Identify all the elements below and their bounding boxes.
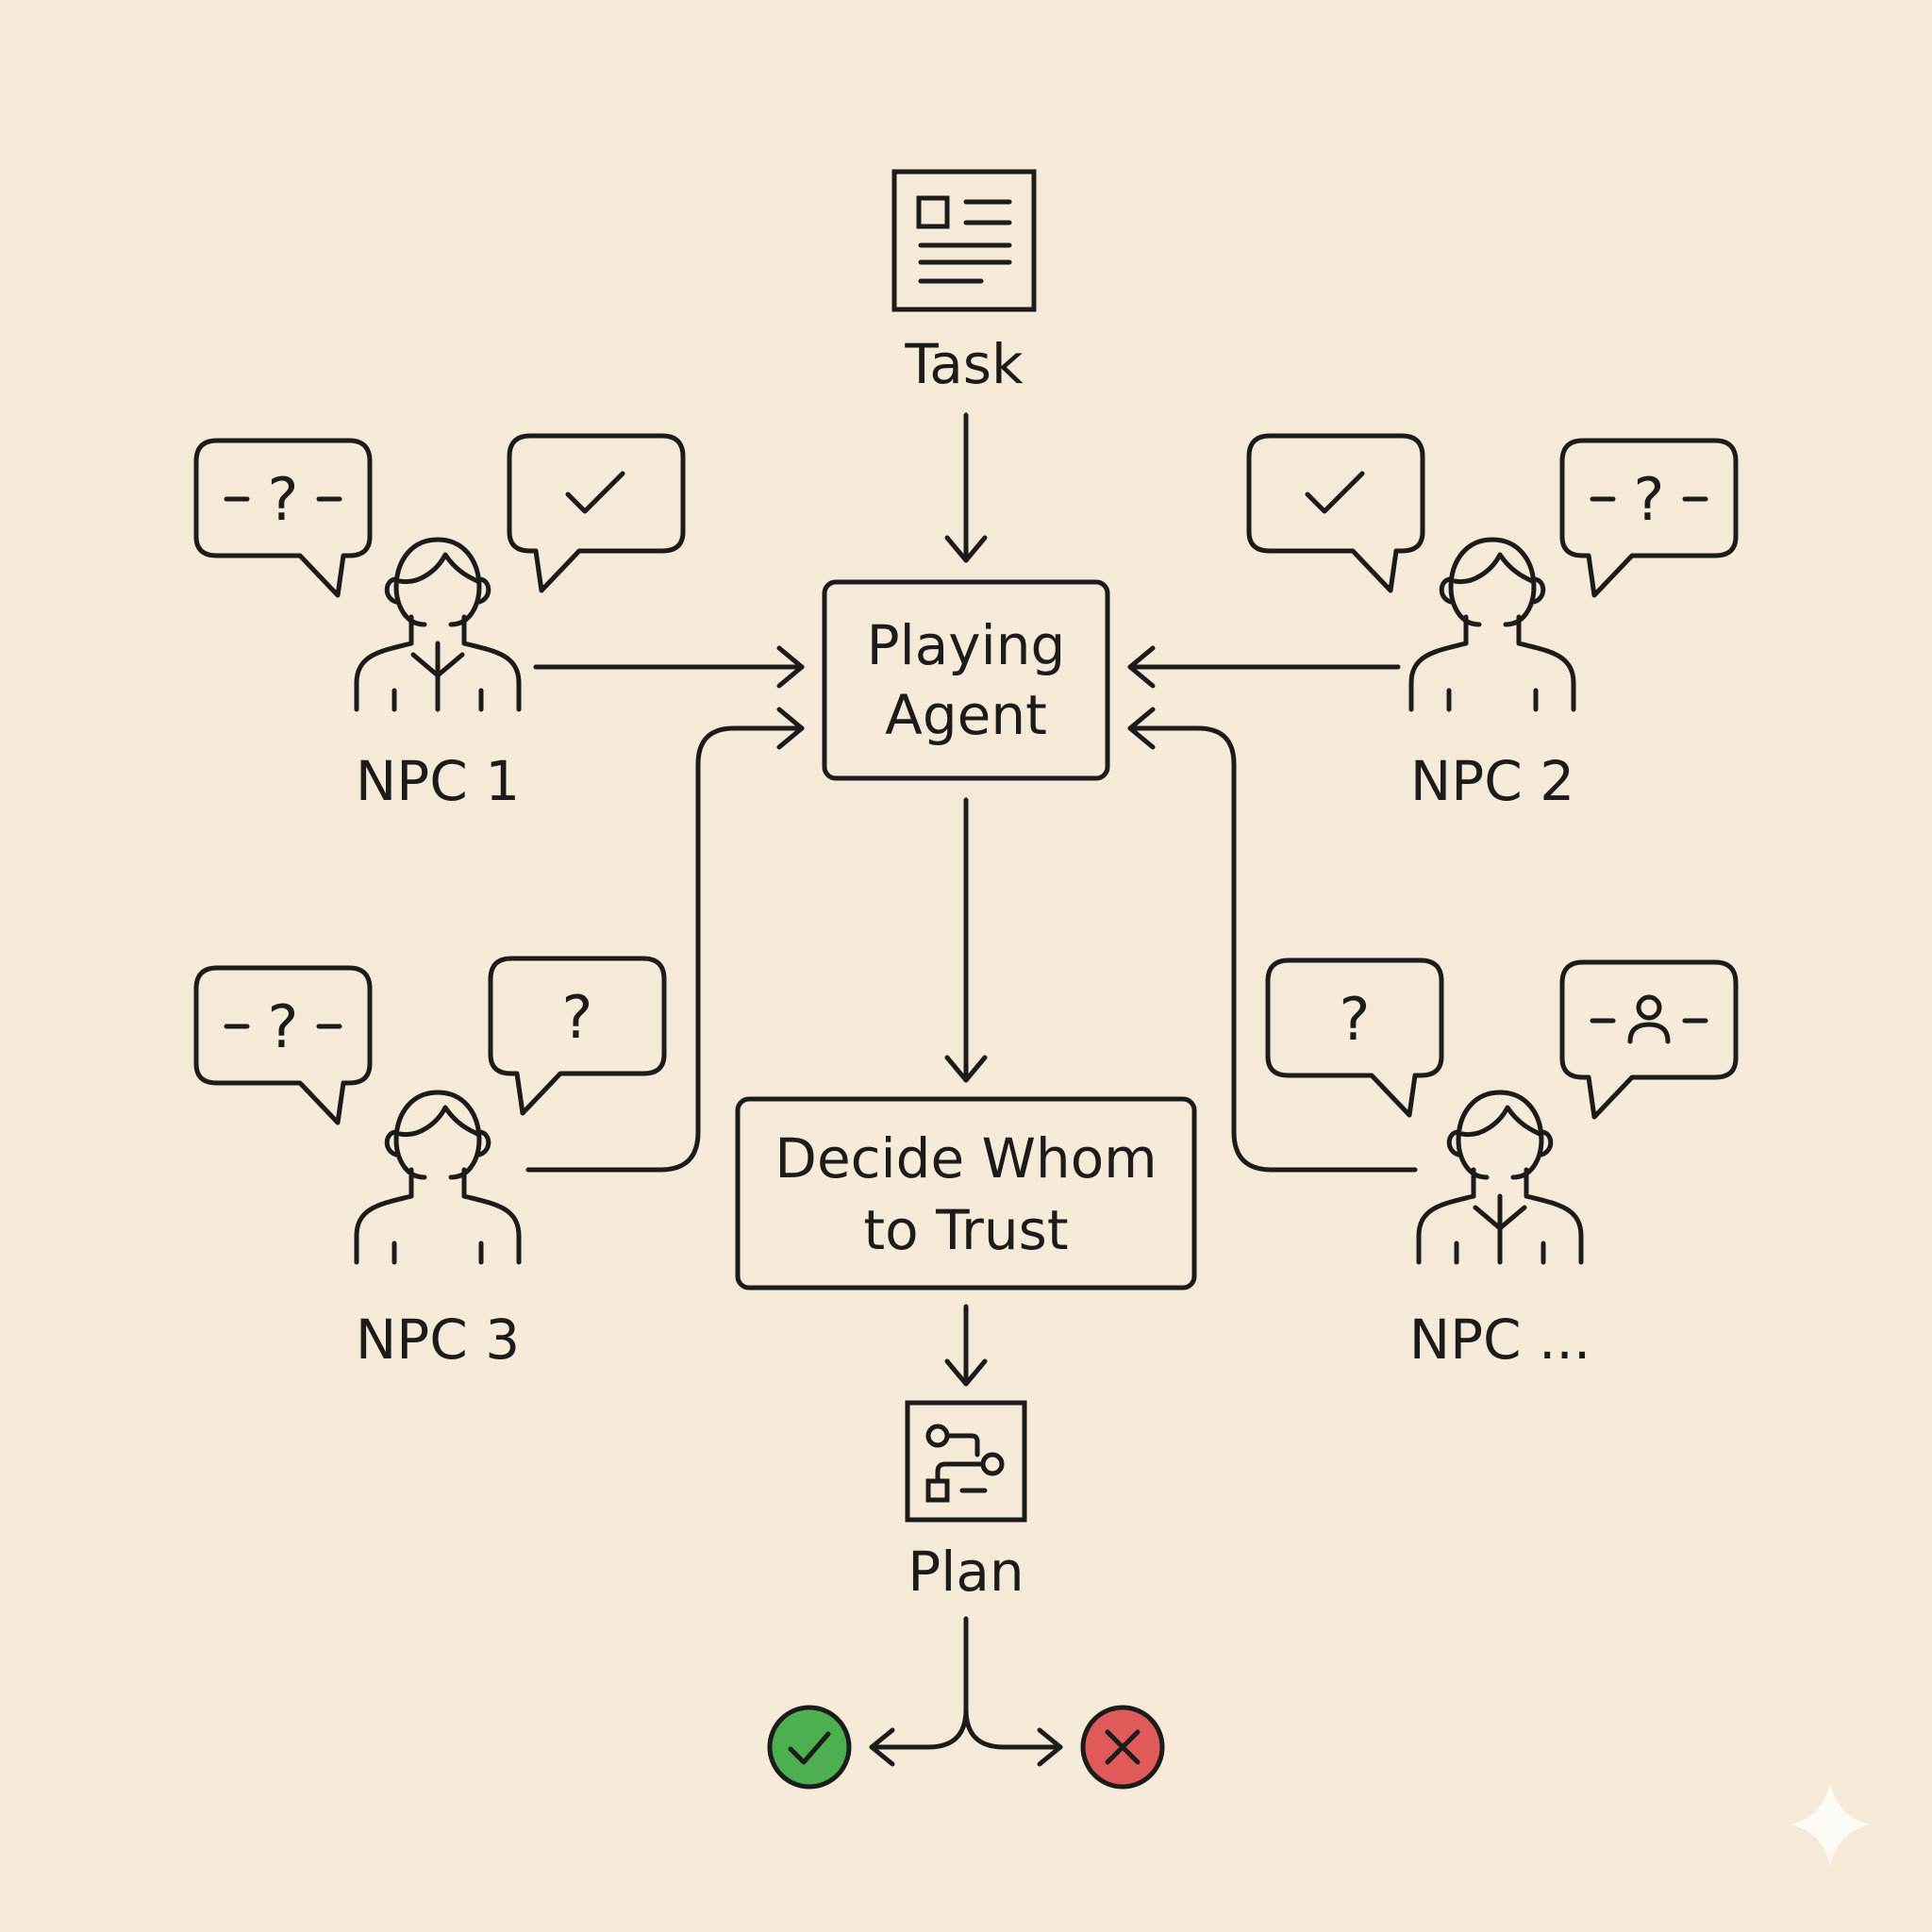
sparkle-icon — [1790, 1783, 1870, 1866]
decide-trust-box: Decide Whom to Trust — [735, 1096, 1197, 1291]
npc-label: NPC 3 — [356, 1307, 520, 1372]
document-icon — [891, 169, 1037, 312]
check-icon — [1305, 471, 1365, 514]
unknown-dash-icon: ? — [224, 465, 342, 534]
question-icon: ? — [562, 983, 593, 1052]
flowchart-icon — [905, 1400, 1027, 1523]
failure-outcome — [1080, 1705, 1165, 1790]
playing-agent-box: Playing Agent — [822, 579, 1110, 781]
person-dash-icon — [1590, 994, 1708, 1044]
decide-label-line1: Decide Whom — [774, 1126, 1157, 1191]
check-circle-icon — [767, 1705, 852, 1790]
npc-1: ? NPC 1 — [196, 436, 683, 813]
svg-text:?: ? — [268, 992, 299, 1061]
npc-3: ? ? NPC 3 — [196, 958, 664, 1372]
arrow-plan-to-outcomes — [869, 1616, 1063, 1767]
connectors — [525, 412, 1418, 1767]
svg-text:?: ? — [268, 465, 299, 534]
task-label: Task — [904, 332, 1024, 396]
person-icon — [1411, 540, 1574, 709]
agent-label-line1: Playing — [867, 613, 1066, 677]
arrow-npc3-to-agent — [525, 707, 805, 1173]
npc-label: NPC 1 — [356, 749, 520, 813]
npc-2: ? NPC 2 — [1249, 436, 1736, 813]
task-node: Task — [891, 169, 1037, 396]
arrow-npc1-to-agent — [533, 645, 805, 689]
svg-text:?: ? — [1634, 465, 1665, 534]
arrow-task-to-agent — [944, 412, 988, 563]
unknown-dash-icon: ? — [224, 992, 342, 1061]
check-icon — [565, 471, 625, 514]
npc-label: NPC 2 — [1410, 749, 1574, 813]
plan-node: Plan — [905, 1400, 1027, 1604]
npc-more: ? NPC ... — [1268, 960, 1736, 1372]
arrow-npc2-to-agent — [1127, 645, 1401, 689]
agent-label-line2: Agent — [885, 683, 1047, 747]
person-icon — [357, 1092, 519, 1262]
arrow-decide-to-plan — [944, 1304, 988, 1387]
arrow-npc4-to-agent — [1127, 707, 1418, 1173]
question-icon: ? — [1340, 985, 1371, 1054]
plan-label: Plan — [908, 1540, 1024, 1604]
arrow-agent-to-decide — [944, 797, 988, 1083]
npc-label: NPC ... — [1409, 1307, 1591, 1372]
decide-label-line2: to Trust — [863, 1198, 1068, 1262]
unknown-dash-icon: ? — [1590, 465, 1708, 534]
success-outcome — [767, 1705, 852, 1790]
